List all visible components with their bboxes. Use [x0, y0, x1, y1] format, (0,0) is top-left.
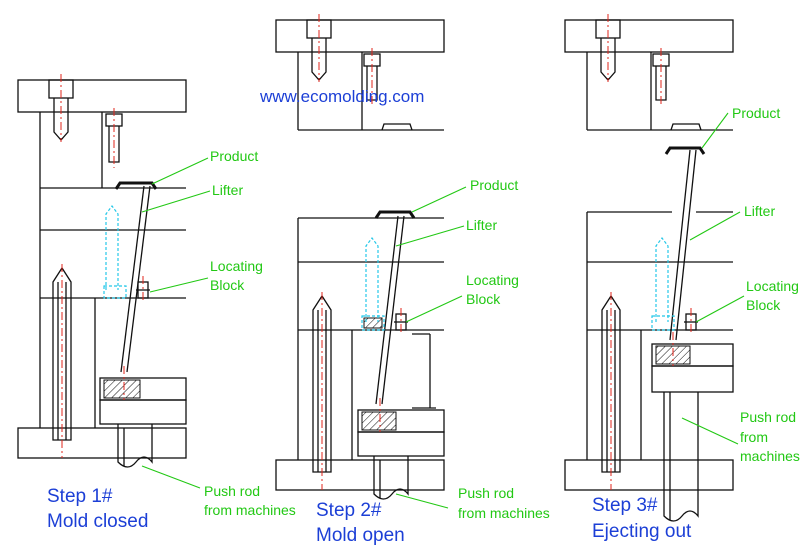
panel-3-step-title: Step 3#	[592, 495, 658, 516]
panel-3-state-title: Ejecting out	[592, 521, 692, 542]
panel-1-machines-label: from machines	[204, 502, 296, 518]
panel-2-product-label: Product	[470, 177, 519, 193]
panel-3-lifter-label: Lifter	[744, 203, 776, 219]
panel-1-drawing	[17, 79, 187, 468]
panel-1-hidden-lines	[103, 205, 127, 299]
panel-1-pushrod-label: Push rod	[204, 483, 261, 499]
panel-3-machines-label: machines	[740, 448, 800, 464]
website-watermark[interactable]: www.ecomolding.com	[260, 87, 425, 106]
panel-1-hatching	[103, 379, 141, 399]
panel-2-state-title: Mold open	[316, 525, 405, 546]
panel-1-centerlines	[60, 74, 144, 458]
panel-3-drawing	[564, 19, 734, 522]
panel-1-state-title: Mold closed	[47, 511, 149, 532]
panel-3-centerlines	[607, 14, 692, 490]
leader-lines	[141, 112, 745, 509]
panel-2-hatching	[361, 317, 397, 431]
panel-3-block-label: Block	[746, 297, 781, 313]
panel-1-block-label: Block	[210, 277, 245, 293]
panel-2-machines-label: from machines	[458, 505, 550, 521]
panel-3-hidden-lines	[651, 237, 675, 331]
panel-1-lifter-label: Lifter	[212, 182, 244, 198]
panel-1-product-label: Product	[210, 148, 259, 164]
panel-3-product-label: Product	[732, 105, 781, 121]
panel-2-pushrod-label: Push rod	[458, 485, 515, 501]
panel-2-hidden-lines	[361, 237, 385, 331]
panel-2-drawing	[275, 19, 445, 500]
panel-3-locating-label: Locating	[746, 278, 799, 294]
panel-2-centerlines	[318, 14, 402, 490]
panel-3-from-label: from	[740, 429, 768, 445]
panel-2-step-title: Step 2#	[316, 500, 382, 521]
panel-3-pushrod-label: Push rod	[740, 409, 797, 425]
panel-1-step-title: Step 1#	[47, 486, 113, 507]
panel-2-lifter-label: Lifter	[466, 217, 498, 233]
panel-2-block-label: Block	[466, 291, 501, 307]
panel-2-locating-label: Locating	[466, 272, 519, 288]
panel-1-locating-label: Locating	[210, 258, 263, 274]
